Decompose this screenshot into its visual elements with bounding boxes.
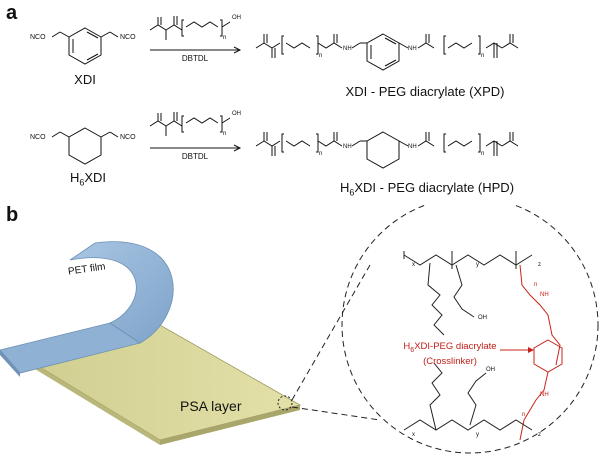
xdi-structure xyxy=(51,27,119,65)
xdi-nco-left: NCO xyxy=(30,34,46,41)
xdi-label: XDI xyxy=(74,72,96,87)
xpd-n-right: n xyxy=(481,53,485,59)
peg-methacrylate-2 xyxy=(149,112,231,136)
psa-layer-label: PSA layer xyxy=(180,398,242,414)
h6xdi-nco-left: NCO xyxy=(30,134,46,141)
catalyst-2: DBTDL xyxy=(181,152,209,161)
peg-methacrylate-1 xyxy=(149,16,231,40)
xpd-nh-left: NH xyxy=(343,46,352,52)
hpd-nh-left: NH xyxy=(343,144,352,150)
hpd-nh-right: NH xyxy=(408,144,417,150)
hpd-n-left: n xyxy=(319,151,323,157)
sub-z-bottom: z xyxy=(538,432,541,438)
xpd-nh-right: NH xyxy=(408,46,417,52)
polymer-chain-bottom xyxy=(403,362,533,431)
reagent2-n: n xyxy=(223,131,227,137)
n-top: n xyxy=(534,282,538,288)
h6xdi-structure xyxy=(51,127,119,165)
sub-x-bottom: x xyxy=(412,432,415,438)
reagent1-n: n xyxy=(223,35,227,41)
crosslinker-label: H6XDI-PEG diacrylate (Crosslinker) xyxy=(403,341,497,367)
sub-y-top: y xyxy=(476,262,479,268)
hpd-label: H6XDI - PEG diacrylate (HPD) xyxy=(339,180,515,198)
catalyst-1: DBTDL xyxy=(181,54,209,63)
psa-illustration xyxy=(0,205,599,454)
xpd-n-left: n xyxy=(319,53,323,59)
hpd-product xyxy=(255,131,519,169)
xpd-label: XDI - PEG diacrylate (XPD) xyxy=(345,84,505,99)
sub-y-bottom: y xyxy=(476,432,479,438)
pet-film-curl xyxy=(69,241,174,344)
sub-z-top: z xyxy=(538,262,541,268)
zoom-origin xyxy=(277,395,293,411)
n-bottom: n xyxy=(522,412,526,418)
h6xdi-nco-right: NCO xyxy=(120,134,136,141)
polymer-chain-top xyxy=(403,251,533,336)
oh-top: OH xyxy=(478,315,487,321)
hpd-n-right: n xyxy=(481,151,485,157)
xdi-nco-right: NCO xyxy=(120,34,136,41)
oh-bottom: OH xyxy=(486,367,495,373)
reagent1-oh: OH xyxy=(232,15,241,21)
h6xdi-label: H6XDI xyxy=(69,170,107,188)
zoom-circle xyxy=(341,205,599,454)
nh-bottom: NH xyxy=(540,392,549,398)
xpd-product xyxy=(255,33,519,71)
nh-top: NH xyxy=(540,292,549,298)
crosslinker-chain xyxy=(519,264,563,441)
reagent2-oh: OH xyxy=(232,111,241,117)
panel-a-label: a xyxy=(6,2,18,24)
panel-b-label: b xyxy=(6,204,19,226)
sub-x-top: x xyxy=(412,262,415,268)
reaction-scheme xyxy=(51,16,519,169)
